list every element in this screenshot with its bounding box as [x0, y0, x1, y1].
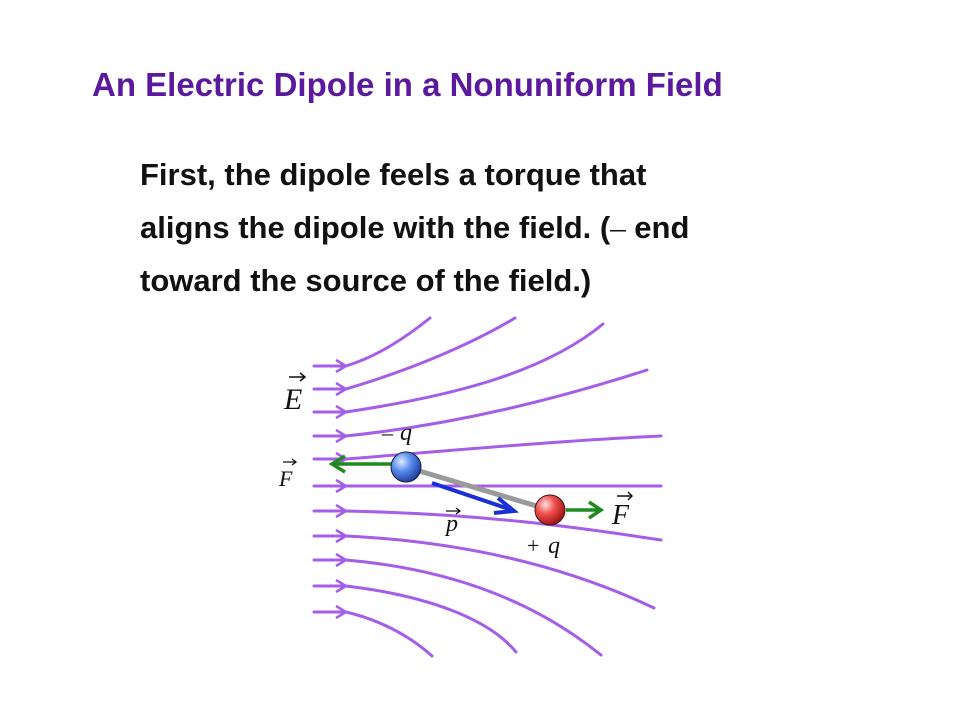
vector-arrow-icon	[617, 491, 633, 501]
force-label-left-text: F	[278, 466, 293, 491]
field-line-1	[312, 316, 432, 368]
positive-charge	[534, 494, 566, 526]
dipole-moment-arrowhead	[493, 496, 520, 515]
body-line-1: First, the dipole feels a torque that	[140, 157, 647, 192]
force-label-right: F	[611, 491, 633, 531]
minus-symbol: –	[610, 210, 626, 245]
force-arrow-left-head	[328, 454, 346, 474]
field-line-4	[312, 368, 649, 438]
vector-arrow-icon	[289, 372, 307, 382]
field-line-3	[312, 322, 605, 414]
field-line-5	[312, 434, 663, 461]
dipole-rod	[405, 464, 551, 513]
force-label-right-text: F	[611, 500, 630, 531]
force-label-left: F	[278, 458, 298, 491]
field-line-7	[312, 509, 663, 542]
body-line-2-text: aligns the dipole with the field. (	[140, 210, 611, 245]
field-label: E	[283, 372, 307, 416]
positive-charge-var: q	[548, 533, 560, 559]
negative-charge-label: – q	[381, 420, 412, 446]
field-line-2	[312, 316, 517, 391]
slide-title: An Electric Dipole in a Nonuniform Field	[92, 66, 723, 103]
field-arrowhead-icon	[335, 404, 349, 420]
field-lines	[312, 316, 663, 658]
body-line-2: aligns the dipole with the field. (– end	[140, 201, 860, 254]
field-label-text: E	[283, 383, 302, 416]
dipole-moment-label-text: p	[444, 511, 458, 537]
slide-body: First, the dipole feels a torque that al…	[140, 148, 860, 307]
force-arrow-right-head	[588, 500, 605, 520]
dipole-moment-arrow	[431, 481, 513, 512]
field-line-9	[312, 558, 603, 657]
field-line-8	[312, 534, 656, 610]
field-arrowhead-icon	[335, 528, 349, 544]
body-line-3: toward the source of the field.)	[140, 263, 592, 298]
positive-charge-label: + q	[527, 533, 560, 559]
field-arrowhead-icon	[335, 552, 349, 568]
negative-charge-var: q	[400, 420, 412, 446]
field-arrowhead-icon	[335, 478, 349, 494]
field-line-10	[312, 584, 518, 654]
dipole-moment-label: p	[444, 507, 462, 537]
positive-charge-sign: +	[527, 533, 539, 558]
field-arrowheads	[335, 358, 349, 620]
body-line-2-end: end	[625, 210, 690, 245]
negative-charge	[390, 451, 422, 483]
field-arrowhead-icon	[335, 381, 349, 397]
field-arrowhead-icon	[335, 578, 349, 594]
field-arrowhead-icon	[335, 604, 349, 620]
vector-arrow-icon	[283, 458, 298, 466]
field-arrowhead-icon	[335, 358, 349, 374]
field-arrowhead-icon	[335, 503, 349, 519]
vector-arrow-icon	[446, 507, 462, 515]
negative-charge-sign: –	[381, 420, 394, 445]
field-line-11	[312, 610, 434, 658]
field-arrowhead-icon	[335, 428, 349, 444]
